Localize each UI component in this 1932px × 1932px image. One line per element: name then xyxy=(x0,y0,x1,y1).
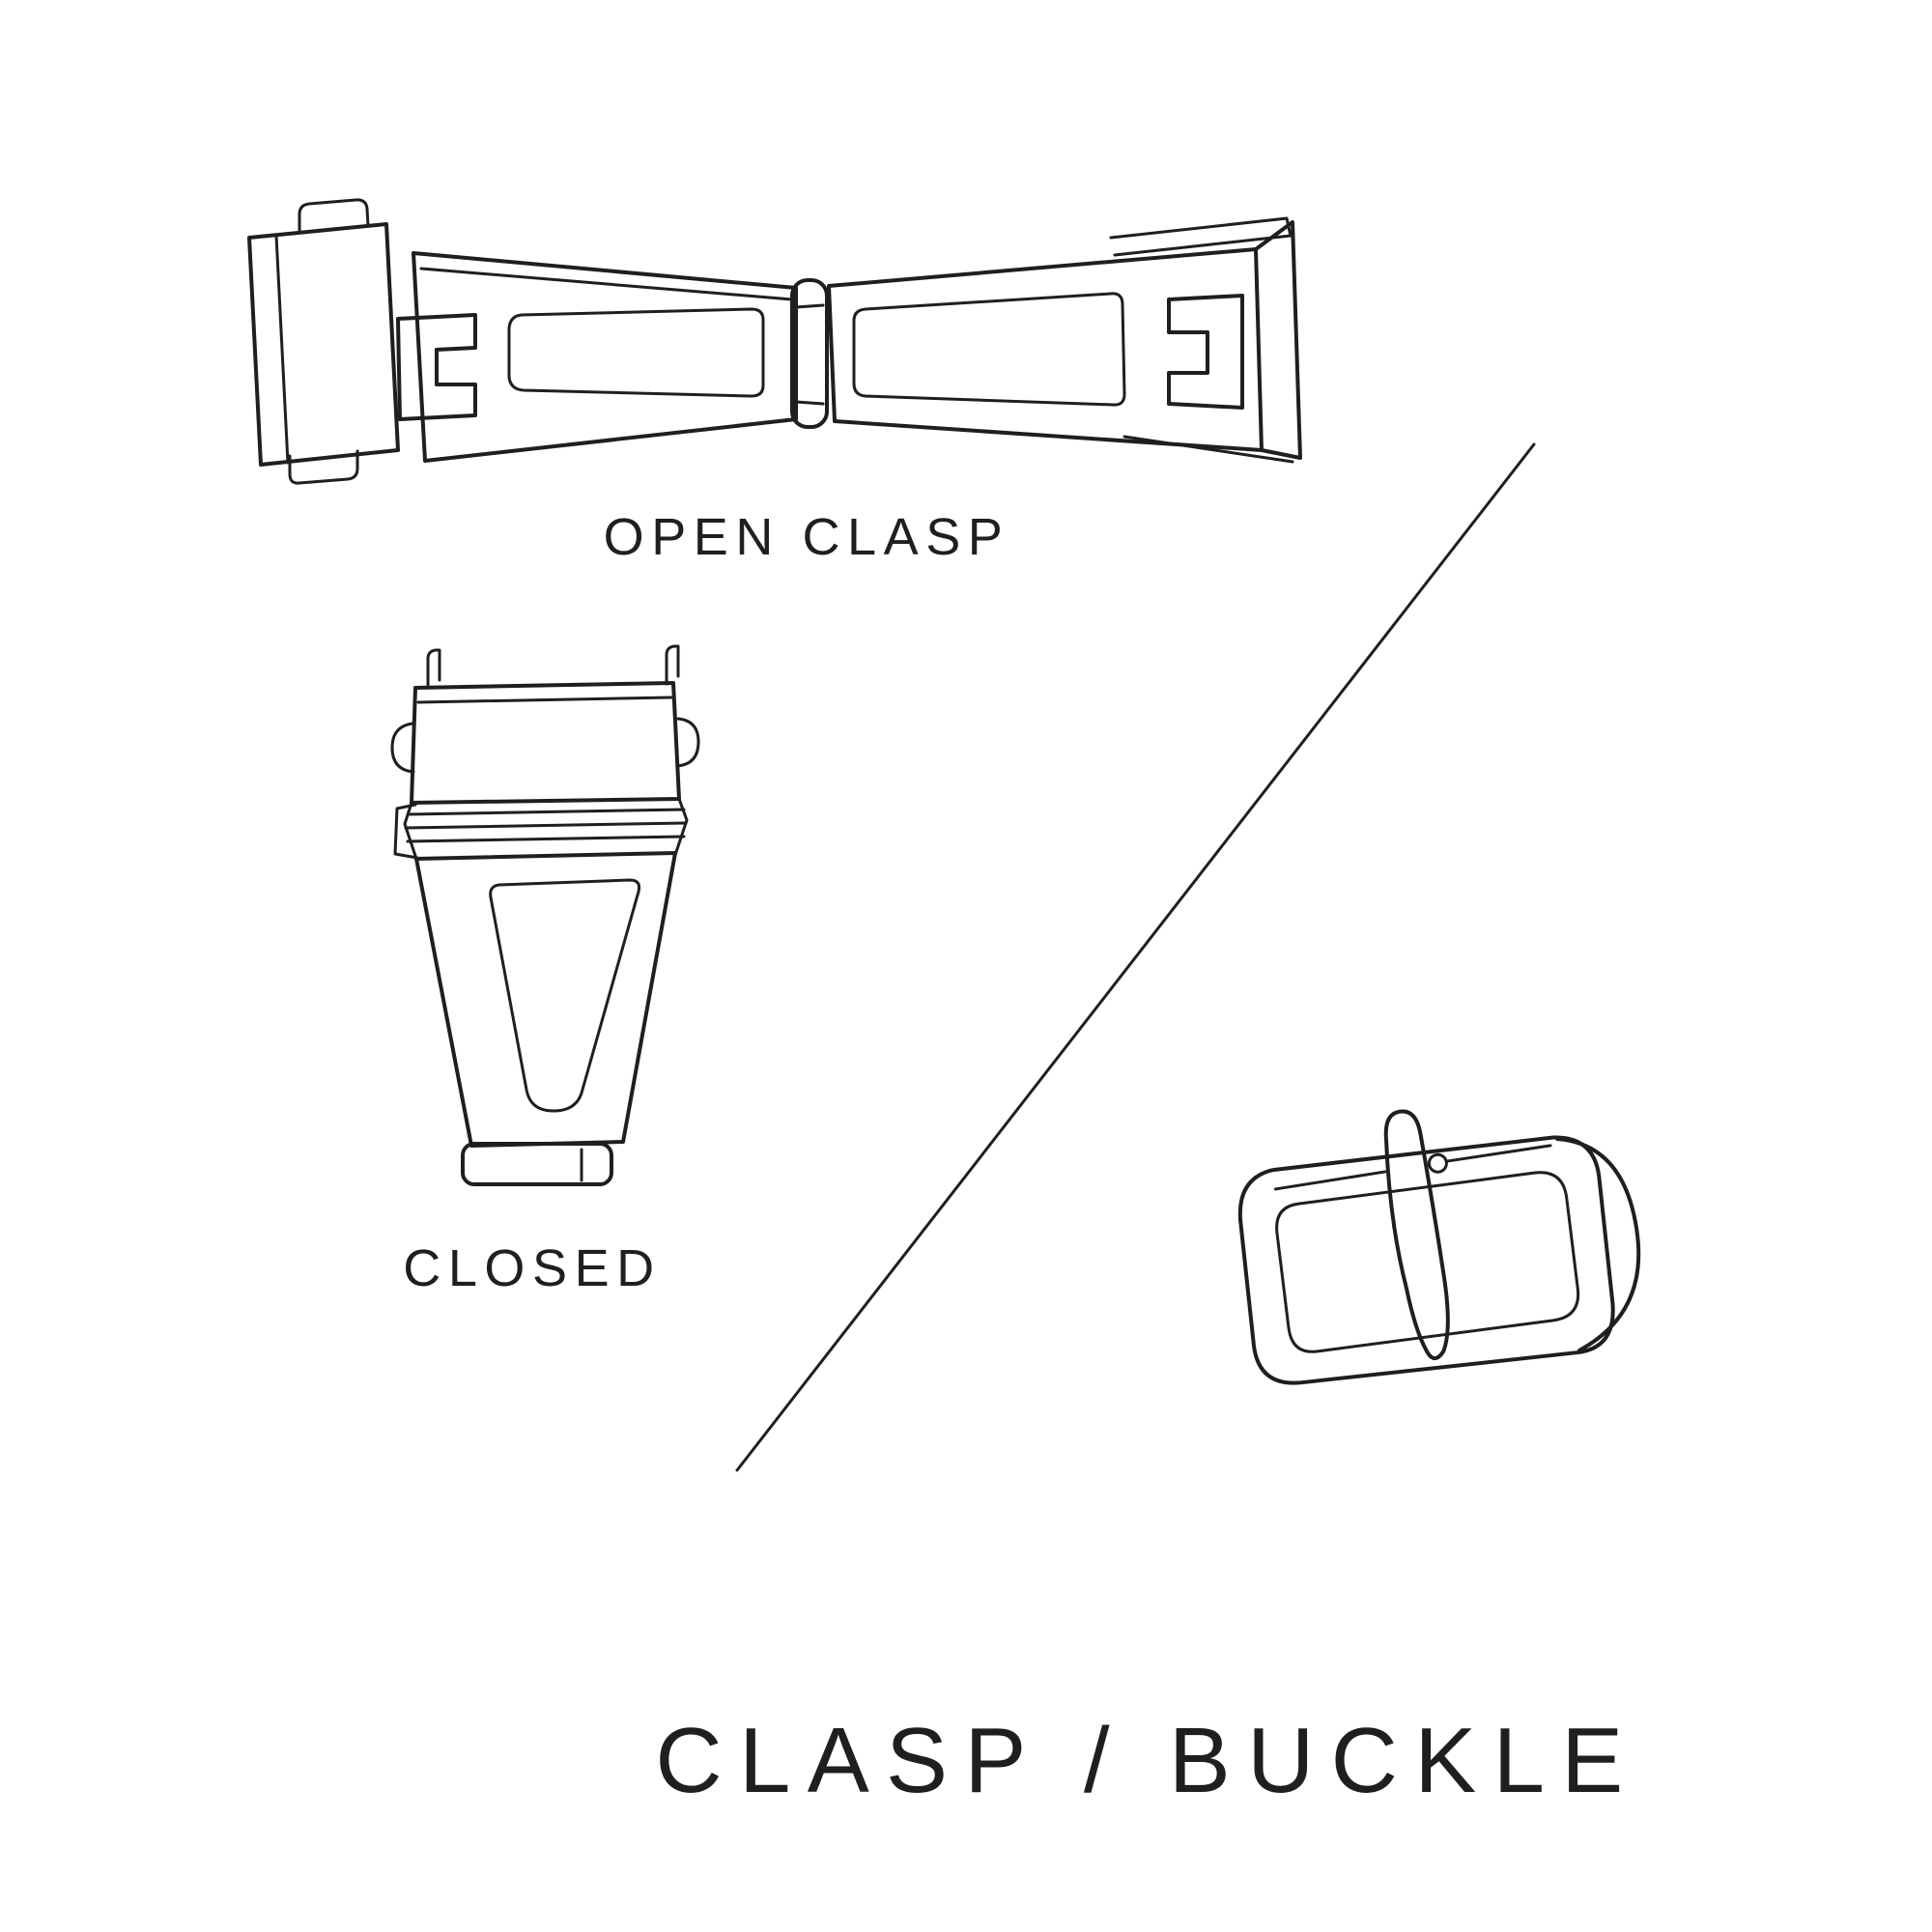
tang-buckle-illustration-icon xyxy=(1237,1109,1641,1385)
diagonal-divider-line xyxy=(735,442,1536,1472)
closed-clasp-illustration-icon xyxy=(390,644,700,1186)
closed-clasp-label: CLOSED xyxy=(403,1239,662,1297)
page-title: CLASP / BUCKLE xyxy=(655,1709,1640,1812)
open-clasp-label: OPEN CLASP xyxy=(603,508,1010,566)
open-clasp-illustration-icon xyxy=(247,198,1302,485)
